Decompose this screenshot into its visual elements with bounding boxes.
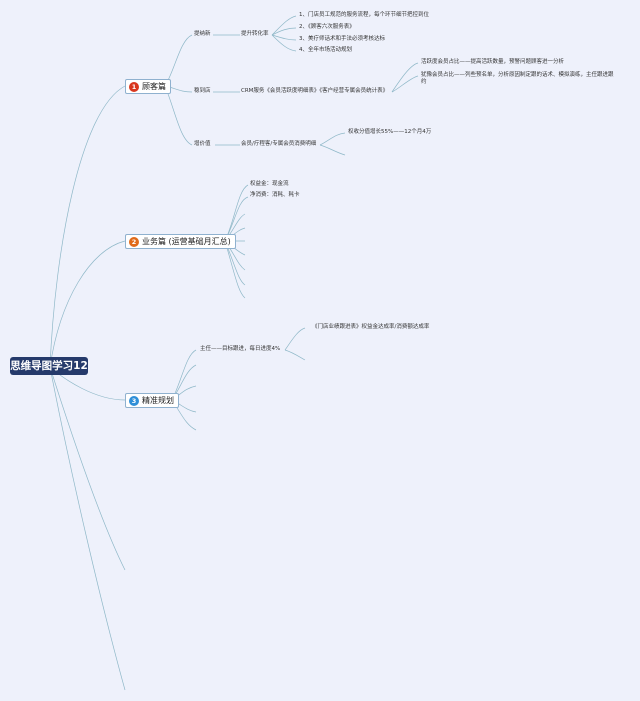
badge-number-3: 3: [129, 395, 139, 406]
node-acquire[interactable]: 提纳新: [194, 31, 211, 37]
leaf-item[interactable]: 1、门店员工规范的服务流程，每个环节细节把控到位: [299, 12, 430, 18]
leaf-item[interactable]: 活跃度会员占比——提高活跃数量，预警问题顾客进一分析: [421, 59, 565, 65]
branch-label: 精准规划: [142, 396, 174, 405]
leaf-item[interactable]: 权益金：现金流: [250, 181, 289, 187]
branch-label: 业务篇 (运营基础月汇总): [142, 237, 231, 246]
leaf-item[interactable]: 净消费：消耗、耗卡: [250, 192, 300, 198]
branch-planning[interactable]: 3 精准规划: [125, 393, 179, 408]
leaf-item[interactable]: 4、全年市场活动规划: [299, 47, 352, 53]
branch-customers[interactable]: 1 顾客篇: [125, 79, 171, 94]
leaf-item[interactable]: 2、《顾客六次服务表》: [299, 24, 355, 30]
leaf-item[interactable]: 《门店业绩跟进表》权益金达成率/消费额达成率: [312, 324, 430, 330]
leaf-item[interactable]: 权收分值增长55%——12个月4万: [348, 129, 432, 135]
leaf-item[interactable]: 3、美疗师话术和手法必须考核达标: [299, 36, 386, 42]
node-manager[interactable]: 主任——目标跟进，每日进度4%: [200, 346, 281, 352]
node-conversion[interactable]: 提升转化率: [241, 31, 269, 37]
node-member-spend[interactable]: 会员/疗程客/专属会员消费明细: [241, 141, 317, 147]
node-retain[interactable]: 稳到店: [194, 88, 211, 94]
branch-label: 顾客篇: [142, 82, 166, 91]
node-value[interactable]: 增价值: [194, 141, 211, 147]
branch-business[interactable]: 2 业务篇 (运营基础月汇总): [125, 234, 236, 249]
leaf-item[interactable]: 犹豫会员占比——列些预名单，分析原因制定跟的话术、模拟演练，主任跟进跟约: [421, 72, 614, 85]
root-node[interactable]: 思维导图学习12: [10, 357, 88, 375]
badge-number-2: 2: [129, 236, 139, 247]
badge-number-1: 1: [129, 81, 139, 92]
node-crm[interactable]: CRM服务《会员活跃度明细表》《客户经营专属会员统计表》: [241, 88, 389, 94]
